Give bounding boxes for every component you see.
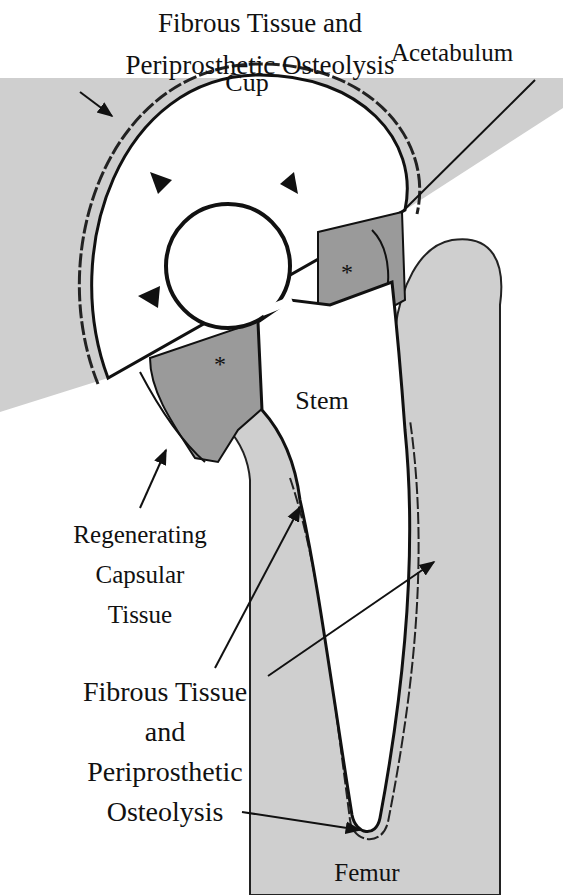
callout-label: Regenerating Capsular Tissue: [65, 515, 215, 635]
leader-arrow: [242, 812, 360, 830]
femoral-stem: [258, 282, 410, 832]
capsular-tissue: [150, 318, 272, 462]
region-marker: *: [335, 258, 359, 286]
callout-label: Fibrous Tissue and Periprosthetic Osteol…: [65, 672, 265, 832]
wear-marker: [150, 172, 172, 194]
leader-arrow: [80, 92, 112, 116]
neck-join: [262, 300, 292, 312]
part-label: Cup: [212, 68, 282, 98]
leader-arrow: [140, 450, 166, 508]
wear-marker: [280, 172, 298, 194]
leader-line: [402, 80, 535, 212]
wear-marker: [138, 286, 160, 308]
region-marker: *: [208, 350, 232, 378]
leader-arrow: [268, 562, 434, 676]
leader-arrow: [215, 507, 300, 668]
part-label: Acetabulum: [352, 38, 552, 68]
part-label: Femur: [312, 858, 422, 888]
capsule-line: [140, 372, 205, 462]
part-label: Stem: [282, 386, 362, 416]
